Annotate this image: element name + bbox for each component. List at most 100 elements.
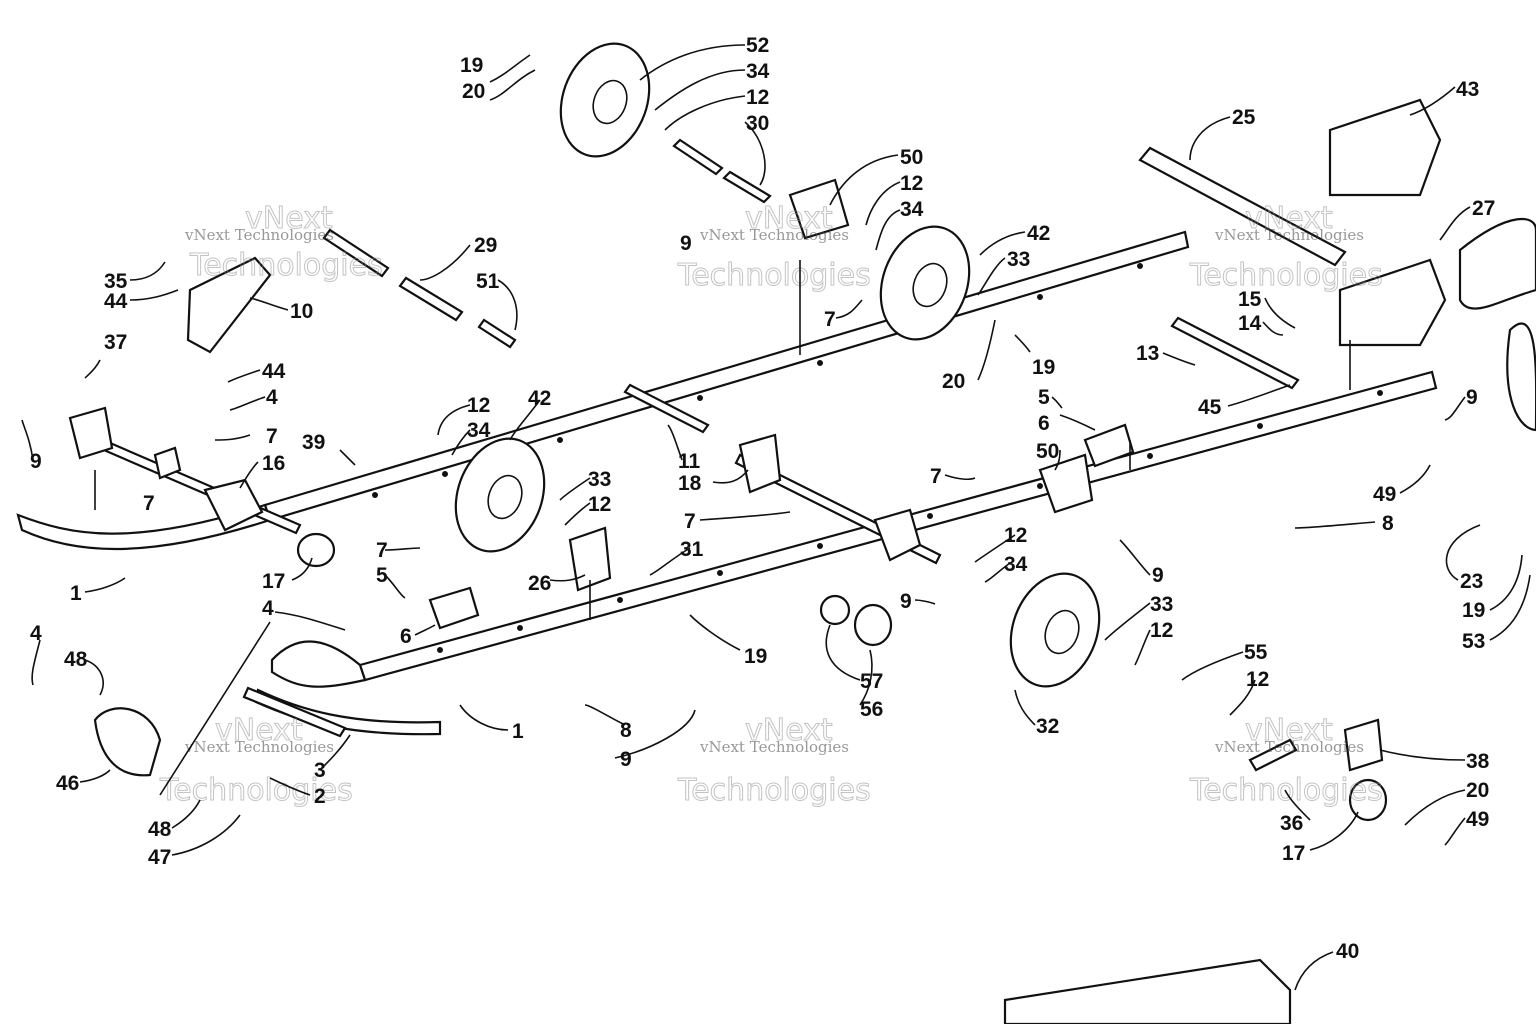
callout-label: 7 [684, 510, 696, 533]
callout-label: 29 [474, 234, 497, 257]
callout-label: 13 [1136, 342, 1159, 365]
callout-label: 9 [1466, 386, 1478, 409]
callout-label: 42 [1027, 222, 1050, 245]
callout-label: 57 [860, 670, 883, 693]
callout-label: 52 [746, 34, 769, 57]
callout-label: 10 [290, 300, 313, 323]
callout-label: 9 [30, 450, 42, 473]
callout-label: 51 [476, 270, 500, 293]
brackets [68, 98, 1447, 822]
callout-label: 20 [942, 370, 965, 393]
track-belt [1003, 958, 1292, 1024]
watermark-text: vNext Technologies [699, 738, 849, 756]
callout-label: 40 [1336, 940, 1359, 963]
callout-label: 49 [1466, 808, 1489, 831]
callout-label: 44 [262, 360, 286, 383]
watermark-group: vNext Technologies vNext Technologies vN… [159, 201, 1384, 809]
callout-label: 7 [143, 492, 155, 515]
callout-label: 31 [680, 538, 704, 561]
callout-label: 12 [1246, 668, 1269, 691]
callout-label: 36 [1280, 812, 1303, 835]
watermark-large: vNext [215, 713, 303, 748]
callout-label: 19 [744, 645, 767, 668]
callout-label: 4 [30, 622, 42, 645]
callout-label: 9 [900, 590, 912, 613]
callout-label: 5 [376, 564, 388, 587]
callout-label: 17 [262, 570, 285, 593]
callout-label: 12 [900, 172, 923, 195]
watermark-large: vNext [1245, 201, 1333, 236]
callout-label: 55 [1244, 641, 1268, 664]
callout-label: 3 [314, 759, 326, 782]
lower-slide-rail [270, 370, 1438, 688]
callout-label: 7 [266, 425, 278, 448]
callout-label: 50 [900, 146, 923, 169]
idler-wheels [454, 42, 1536, 688]
callout-label: 39 [302, 431, 325, 454]
callout-label: 34 [467, 419, 491, 442]
callout-label: 48 [64, 648, 88, 671]
callout-label: 20 [1466, 779, 1489, 802]
callout-label: 30 [746, 112, 769, 135]
watermark-text: vNext Technologies [1214, 738, 1364, 756]
callout-label: 19 [460, 54, 483, 77]
callout-label: 26 [528, 572, 551, 595]
callout-label: 50 [1036, 440, 1059, 463]
callout-label: 18 [678, 472, 702, 495]
callout-label: 49 [1373, 483, 1396, 506]
callout-label: 43 [1456, 78, 1479, 101]
callout-label: 11 [678, 450, 701, 473]
watermark-large: Technologies [1189, 258, 1383, 293]
watermark-text: vNext Technologies [699, 226, 849, 244]
callout-label: 45 [1198, 396, 1222, 419]
callout-label: 44 [104, 290, 128, 313]
callout-label: 56 [860, 698, 883, 721]
callout-label: 32 [1036, 715, 1059, 738]
callout-label: 35 [104, 270, 128, 293]
callout-label: 12 [588, 493, 611, 516]
callout-label: 47 [148, 846, 171, 869]
callout-label: 46 [56, 772, 79, 795]
callout-label: 9 [680, 232, 692, 255]
callout-labels: 19 20 52 34 12 30 25 43 50 12 34 9 42 33… [30, 34, 1495, 963]
callout-label: 6 [1038, 412, 1050, 435]
callout-label: 12 [746, 86, 769, 109]
watermark-large: Technologies [159, 773, 353, 808]
callout-label: 37 [104, 331, 127, 354]
watermark-large: Technologies [189, 248, 383, 283]
callout-label: 48 [148, 818, 172, 841]
callout-label: 6 [400, 625, 412, 648]
callout-label: 33 [588, 468, 611, 491]
watermark-text: vNext Technologies [184, 226, 334, 244]
callout-label: 9 [1152, 564, 1164, 587]
callout-label: 19 [1032, 356, 1055, 379]
callout-label: 4 [266, 386, 278, 409]
callout-label: 23 [1460, 570, 1483, 593]
callout-label: 7 [824, 308, 836, 331]
watermark-large: Technologies [677, 258, 871, 293]
callout-label: 33 [1150, 593, 1173, 616]
callout-label: 1 [512, 720, 524, 743]
callout-label: 7 [376, 539, 388, 562]
callout-label: 5 [1038, 386, 1050, 409]
watermark-large: vNext [745, 713, 833, 748]
callout-label: 7 [930, 465, 942, 488]
watermark-large: Technologies [677, 773, 871, 808]
callout-label: 38 [1466, 750, 1490, 773]
watermark-large: vNext [745, 201, 833, 236]
callout-label: 9 [620, 748, 632, 771]
callout-label: 8 [620, 719, 632, 742]
callout-label: 20 [462, 80, 485, 103]
callout-label: 14 [1238, 312, 1262, 335]
callout-label: 4 [262, 597, 274, 620]
callout-label: 25 [1232, 106, 1256, 129]
callout-label: 2 [314, 785, 326, 808]
watermark-text: vNext Technologies [184, 738, 334, 756]
callout-label: 34 [1004, 553, 1028, 576]
callout-label: 8 [1382, 512, 1394, 535]
callout-label: 12 [1150, 619, 1173, 642]
watermark-large: vNext [1245, 713, 1333, 748]
callout-label: 34 [746, 60, 770, 83]
watermark-text: vNext Technologies [1214, 226, 1364, 244]
callout-label: 53 [1462, 630, 1485, 653]
